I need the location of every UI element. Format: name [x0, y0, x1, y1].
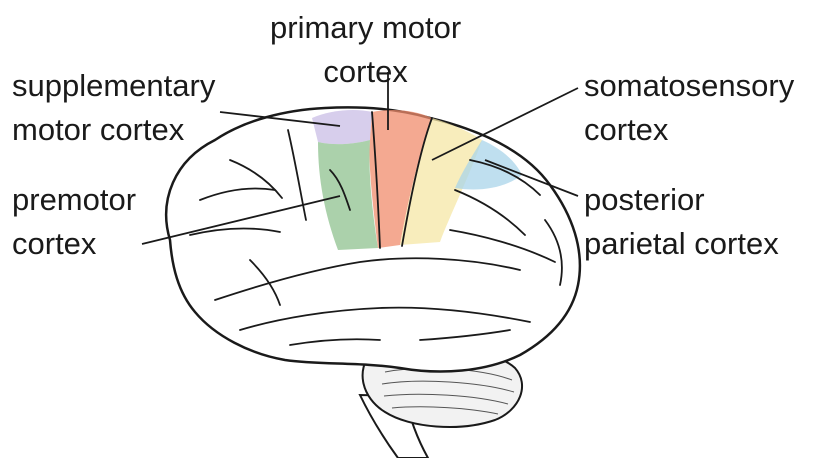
label-line: cortex [584, 108, 794, 152]
label-somatosensory-cortex: somatosensory cortex [584, 64, 794, 152]
label-supplementary-motor-cortex: supplementary motor cortex [12, 64, 215, 152]
label-primary-motor-cortex: primary motor cortex [270, 6, 461, 94]
label-line: premotor [12, 178, 136, 222]
label-line: motor cortex [12, 108, 215, 152]
label-line: posterior [584, 178, 779, 222]
label-line: cortex [270, 50, 461, 94]
label-line: supplementary [12, 64, 215, 108]
label-premotor-cortex: premotor cortex [12, 178, 136, 266]
label-line: parietal cortex [584, 222, 779, 266]
label-line: cortex [12, 222, 136, 266]
label-line: primary motor [270, 6, 461, 50]
supplementary-motor-region [312, 110, 372, 144]
label-posterior-parietal-cortex: posterior parietal cortex [584, 178, 779, 266]
label-line: somatosensory [584, 64, 794, 108]
